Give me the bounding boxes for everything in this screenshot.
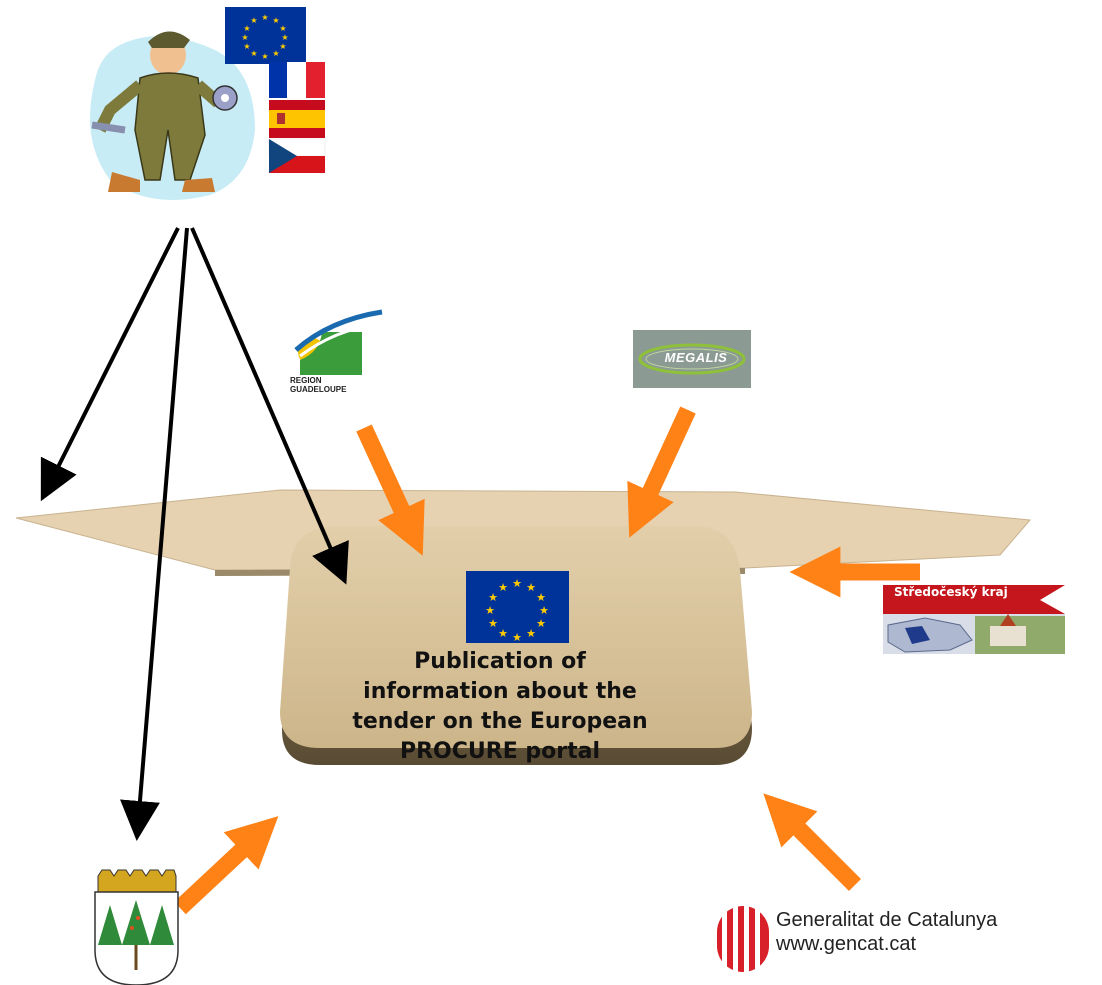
spain-flag [269, 100, 325, 138]
megalis-logo [633, 330, 751, 388]
svg-text:★: ★ [512, 577, 522, 590]
catalunya-line-1: Generalitat de Catalunya [776, 909, 998, 931]
black-arrow-to-platform [40, 227, 180, 502]
orange-arrows [174, 406, 920, 915]
catalunya-line-2: www.gencat.cat [776, 933, 917, 955]
stredocesky-logo-text: Středočeský kraj [894, 585, 1008, 599]
portal-line-2: information about the [363, 679, 637, 704]
svg-text:★: ★ [250, 16, 257, 25]
worker-clipart [90, 31, 255, 200]
svg-text:★: ★ [536, 591, 546, 604]
eu-flag: ★★★ ★★★ ★★★ ★★★ [225, 7, 306, 64]
svg-text:★: ★ [279, 24, 286, 33]
svg-text:★: ★ [272, 16, 279, 25]
black-arrow-to-portal [190, 227, 349, 585]
svg-text:★: ★ [488, 591, 498, 604]
guadeloupe-line-2: GUADELOUPE [290, 385, 347, 394]
svg-text:★: ★ [243, 24, 250, 33]
coat-of-arms [94, 869, 179, 985]
svg-text:★: ★ [526, 627, 536, 640]
catalunya-logo [717, 906, 769, 972]
svg-text:★: ★ [250, 49, 257, 58]
svg-text:★: ★ [498, 581, 508, 594]
region-guadeloupe-logo [288, 309, 383, 376]
black-arrows [40, 227, 349, 841]
svg-text:★: ★ [279, 42, 286, 51]
orange-arrow-coat-of-arms [174, 816, 279, 915]
portal-line-3: tender on the European [352, 709, 648, 734]
svg-text:★: ★ [539, 604, 549, 617]
svg-text:★: ★ [281, 33, 288, 42]
svg-text:★: ★ [261, 52, 268, 61]
stredocesky-kraj-logo [883, 585, 1065, 654]
czech-flag [268, 138, 326, 173]
portal-line-1: Publication of [414, 649, 586, 674]
france-flag [269, 62, 325, 98]
svg-text:★: ★ [243, 42, 250, 51]
orange-arrow-megalis [627, 406, 696, 538]
svg-text:★: ★ [512, 631, 522, 644]
svg-text:★: ★ [485, 604, 495, 617]
svg-text:★: ★ [536, 617, 546, 630]
megalis-logo-text: MEGALIS [664, 350, 728, 365]
svg-text:★: ★ [272, 49, 279, 58]
portal-line-4: PROCURE portal [399, 739, 601, 764]
svg-text:★: ★ [488, 617, 498, 630]
orange-arrow-catalunya [763, 793, 862, 892]
svg-text:★: ★ [498, 627, 508, 640]
eu-flag-center: ★★★ ★★★ ★★★ ★★★ [466, 571, 569, 644]
catalunya-logo-text: Generalitat de Catalunya www.gencat.cat [776, 908, 997, 956]
orange-arrow-guadeloupe [356, 424, 425, 556]
portal-description: Publication of information about the ten… [330, 647, 670, 767]
svg-text:★: ★ [241, 33, 248, 42]
guadeloupe-logo-text: REGION GUADELOUPE [290, 376, 346, 394]
black-arrow-to-coat-of-arms [120, 227, 189, 841]
svg-text:★: ★ [261, 13, 268, 22]
svg-text:★: ★ [526, 581, 536, 594]
guadeloupe-line-1: REGION [290, 376, 322, 385]
